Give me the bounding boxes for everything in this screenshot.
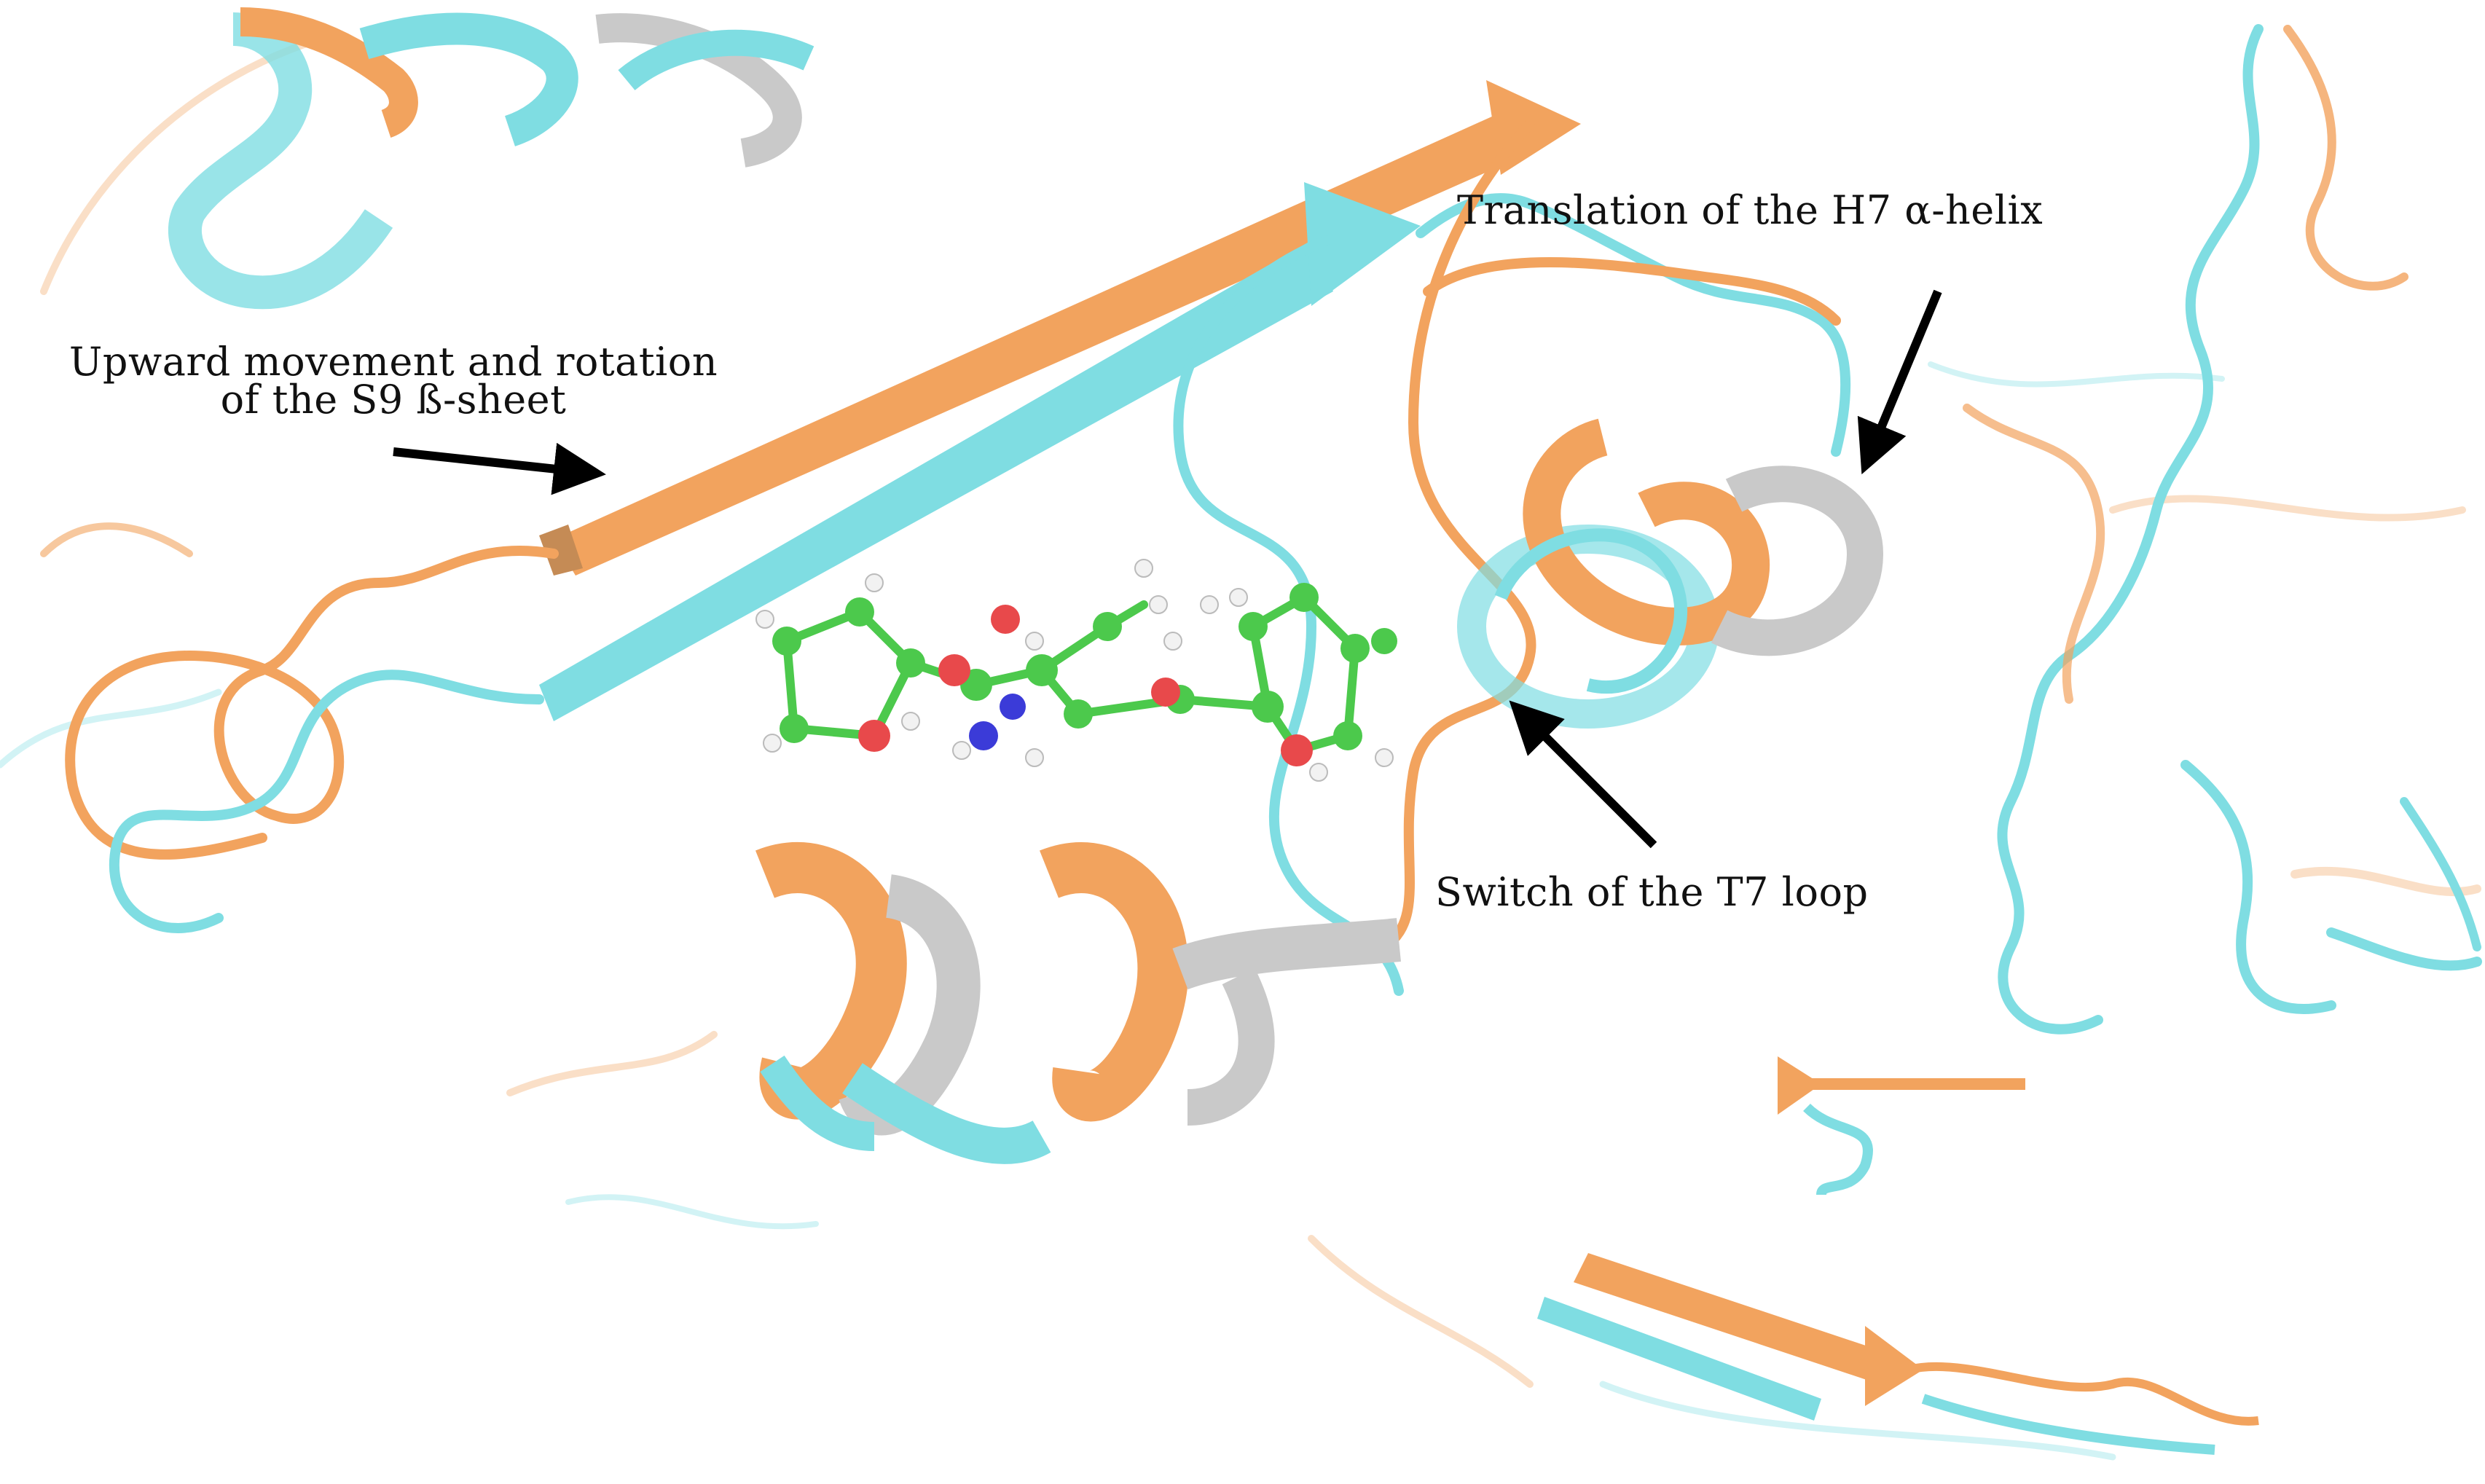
right-small-strand xyxy=(1778,1056,2025,1196)
right-coils xyxy=(1963,24,2482,1035)
top-left-helix xyxy=(168,7,814,310)
s9-label-line1: Upward movement and rotation xyxy=(68,339,718,385)
bottom-right-strands xyxy=(1537,1253,2259,1455)
t7-arrow xyxy=(1509,700,1657,849)
lower-helix xyxy=(755,842,1401,1164)
annotation-arrows xyxy=(393,289,1942,849)
h7-helix xyxy=(1457,418,1884,729)
cyan-beta-strand xyxy=(539,182,1421,721)
ligand-molecule xyxy=(755,559,1397,782)
s9-arrow xyxy=(393,442,606,495)
t7-label: Switch of the T7 loop xyxy=(1435,869,1869,915)
h7-label: Translation of the H7 α-helix xyxy=(1457,187,2044,233)
s9-label-line2: of the S9 ß-sheet xyxy=(220,377,567,423)
h7-arrow xyxy=(1857,289,1942,475)
left-coils xyxy=(40,522,559,933)
